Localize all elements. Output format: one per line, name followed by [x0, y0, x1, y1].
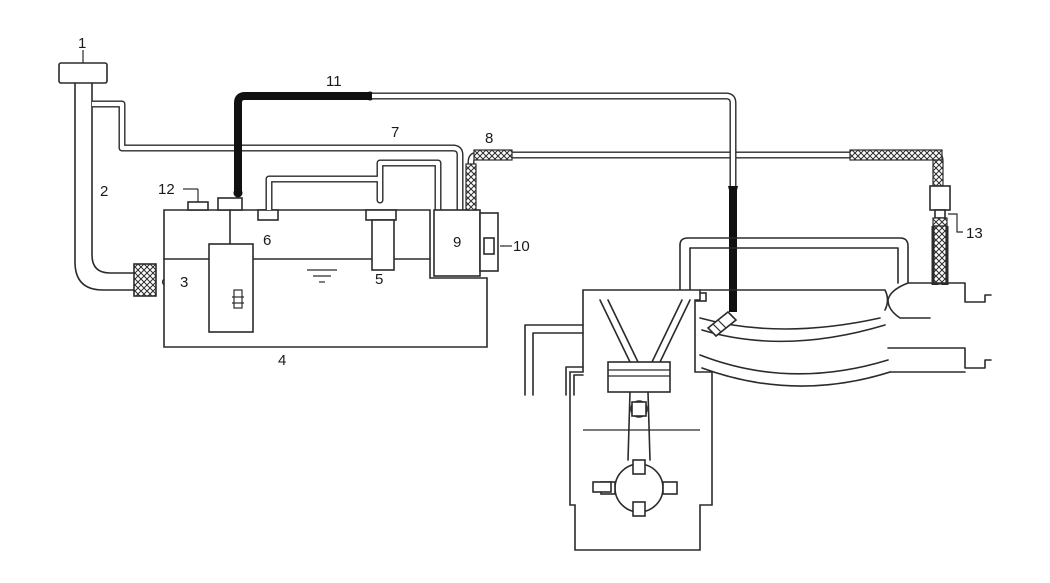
callout-5: 5	[375, 271, 384, 288]
callout-7: 7	[391, 124, 400, 141]
evap-canister	[433, 209, 481, 277]
valve-vent-tube	[265, 159, 442, 210]
callout-1: 1	[78, 35, 87, 52]
callout-8: 8	[485, 130, 494, 147]
callout-3: 3	[180, 274, 189, 291]
engine	[524, 289, 713, 551]
filler-neck	[74, 82, 136, 291]
rollover-valve-6	[257, 209, 279, 221]
tank-pressure-sensor	[183, 188, 209, 211]
callout-9: 9	[453, 234, 462, 251]
vent-line-7	[92, 100, 464, 210]
callout-2: 2	[100, 183, 109, 200]
callout-4: 4	[278, 352, 287, 369]
filler-cap	[58, 62, 108, 84]
callout-10: 10	[513, 238, 530, 255]
fresh-air-line-8	[465, 149, 944, 211]
canister-vent-valve	[479, 212, 504, 272]
callout-12: 12	[158, 181, 175, 198]
leader-lines	[82, 50, 512, 247]
callout-6: 6	[263, 232, 272, 249]
intake-manifold	[679, 237, 992, 387]
fuel-pump-module	[208, 197, 254, 333]
purge-fitting	[706, 310, 738, 338]
rollover-valve-5	[365, 209, 397, 271]
callout-11: 11	[326, 73, 342, 90]
callout-13: 13	[966, 225, 983, 242]
sensor-13	[929, 185, 963, 285]
purge-line-continuation	[372, 92, 738, 312]
